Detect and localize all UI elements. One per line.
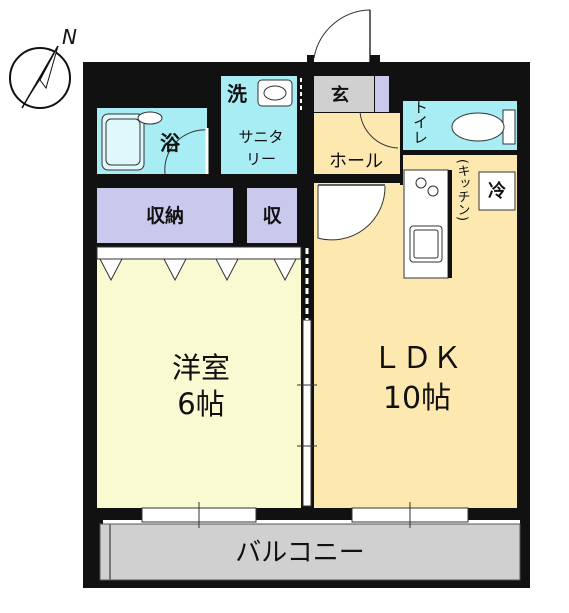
ldk-name: ＬＤＫ bbox=[372, 341, 462, 376]
wash-basin bbox=[257, 79, 293, 107]
toilet-tank bbox=[502, 109, 516, 145]
hall-floor bbox=[314, 113, 400, 185]
fridge-label: 冷 bbox=[488, 180, 506, 202]
ldk-size: 10帖 bbox=[383, 381, 451, 416]
entrance-floor bbox=[314, 76, 374, 112]
wall-entrance-toilet bbox=[389, 76, 403, 112]
wall-closet-bottom bbox=[97, 243, 301, 247]
bathtub bbox=[101, 113, 145, 171]
hall-label: ホール bbox=[329, 151, 383, 172]
wall-sanitary-hall bbox=[297, 76, 301, 186]
sanitary-label-line1: サニタ bbox=[238, 128, 283, 146]
closet-door-strip bbox=[96, 246, 302, 260]
fridge bbox=[478, 171, 516, 211]
compass-label: N bbox=[62, 25, 77, 49]
compass: N bbox=[9, 25, 77, 109]
ldk-door-swing bbox=[317, 185, 386, 241]
closet-floor bbox=[97, 188, 233, 243]
sliding-door bbox=[302, 319, 312, 507]
western-room-floor bbox=[97, 245, 301, 508]
wall-hall-ldk bbox=[314, 174, 400, 183]
washroom-label: 洗 bbox=[227, 82, 247, 106]
entrance-door bbox=[313, 9, 371, 59]
western-room-name: 洋室 bbox=[172, 351, 230, 385]
kitchen-sink bbox=[409, 225, 443, 263]
sanitary-floor bbox=[221, 110, 301, 174]
shoe-cabinet bbox=[375, 76, 389, 112]
balcony-right-wall bbox=[520, 520, 530, 588]
stove-burner-2 bbox=[427, 185, 439, 197]
balcony-left-wall bbox=[83, 520, 103, 588]
closet-label: 収納 bbox=[146, 204, 184, 227]
sanitary-label-line2: リー bbox=[246, 150, 276, 168]
wall-hall-toilet bbox=[400, 100, 403, 185]
wall-toilet-bottom bbox=[403, 150, 517, 155]
entrance-label: 玄 bbox=[331, 84, 349, 106]
toilet-bowl bbox=[451, 112, 505, 142]
stove-burner-1 bbox=[415, 177, 427, 189]
balcony-label: バルコニー bbox=[235, 538, 364, 568]
toilet-label: トイレ bbox=[411, 100, 429, 145]
balcony-bottom-wall bbox=[100, 580, 530, 588]
closet-small-label: 収 bbox=[262, 205, 282, 227]
wall-closets bbox=[233, 188, 247, 244]
kitchen-label: (キッチン) bbox=[455, 159, 470, 221]
wall-bath-sanitary bbox=[207, 108, 221, 188]
bath-label: 浴 bbox=[160, 131, 181, 155]
closet-small-floor bbox=[247, 188, 297, 243]
balcony-floor bbox=[99, 523, 521, 581]
western-room-size: 6帖 bbox=[177, 387, 224, 421]
wall-bath-closet bbox=[97, 174, 301, 188]
